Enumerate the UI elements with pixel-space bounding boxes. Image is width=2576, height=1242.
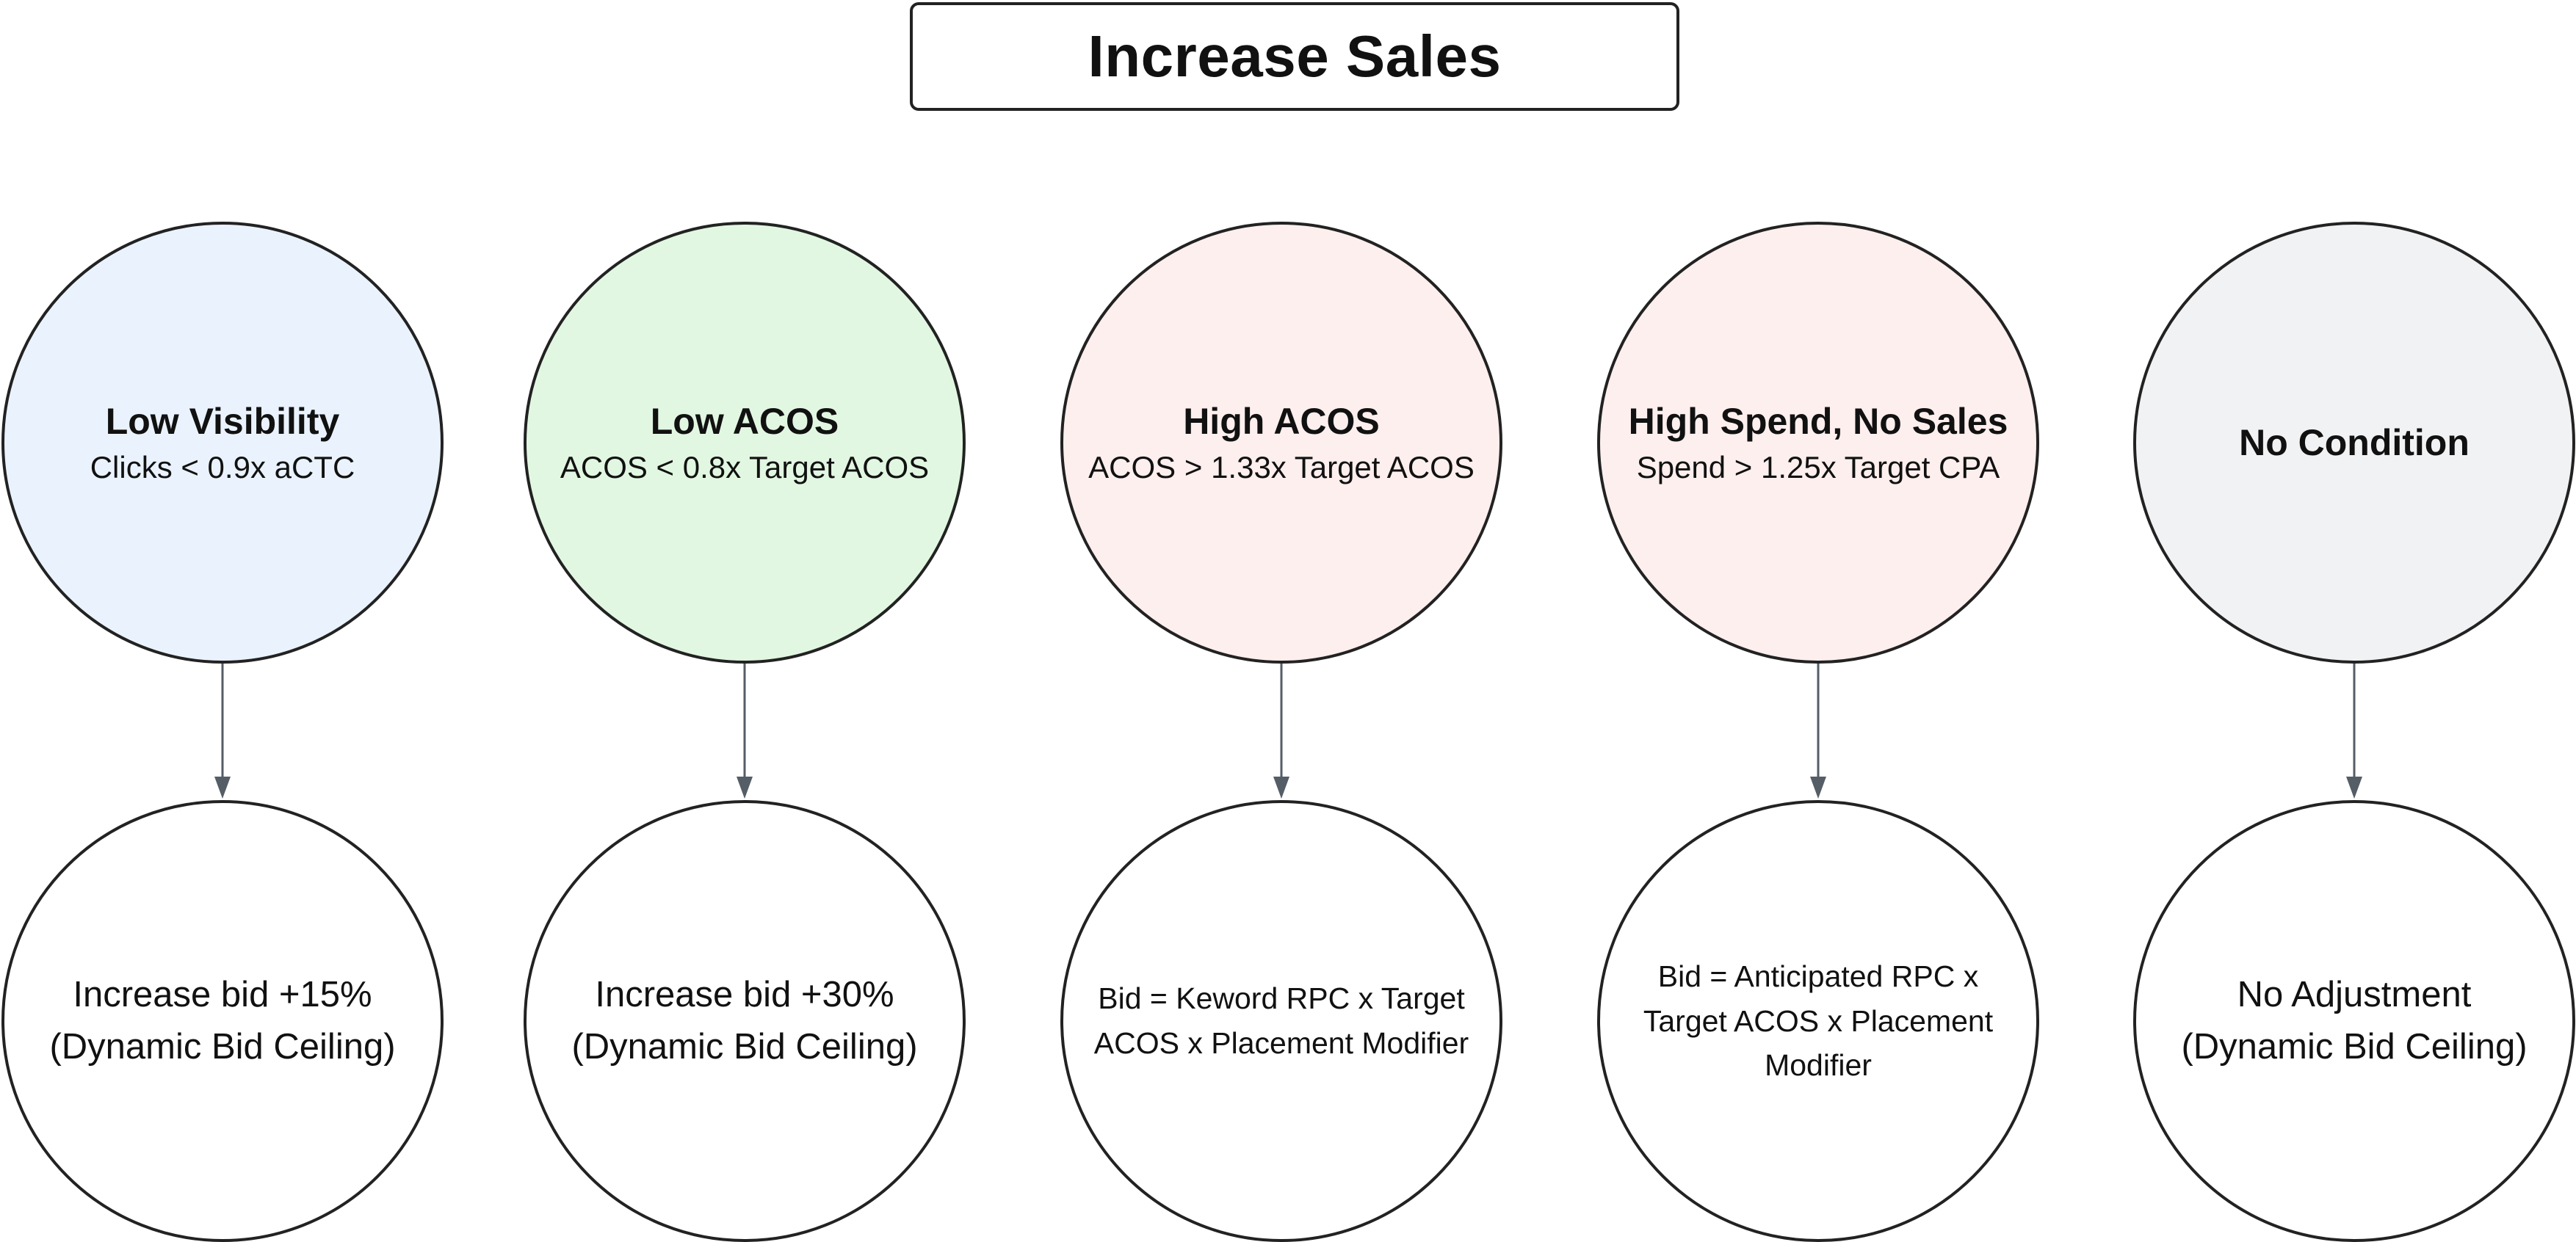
action-line-secondary: (Dynamic Bid Ceiling)	[49, 1027, 396, 1067]
action-circle-keyword-rpc: Bid = Keword RPC x Target ACOS x Placeme…	[1060, 800, 1502, 1242]
action-line-secondary: (Dynamic Bid Ceiling)	[571, 1027, 918, 1067]
connector-line	[743, 664, 746, 778]
connector-line	[221, 664, 224, 778]
action-circle-anticipated-rpc: Bid = Anticipated RPC x Target ACOS x Pl…	[1597, 800, 2039, 1242]
action-circle-no-adjustment: No Adjustment (Dynamic Bid Ceiling)	[2133, 800, 2575, 1242]
connector-line	[1817, 664, 1820, 778]
condition-title: Low Visibility	[105, 400, 340, 442]
condition-circle-low-visibility: Low Visibility Clicks < 0.9x aCTC	[1, 222, 444, 664]
condition-circle-high-acos: High ACOS ACOS > 1.33x Target ACOS	[1060, 222, 1502, 664]
action-text: Bid = Anticipated RPC x Target ACOS x Pl…	[1643, 959, 1994, 1083]
condition-title: High ACOS	[1183, 400, 1380, 442]
condition-title: High Spend, No Sales	[1628, 400, 2008, 442]
condition-subtitle: Clicks < 0.9x aCTC	[90, 449, 355, 484]
action-circle-increase-30: Increase bid +30% (Dynamic Bid Ceiling)	[524, 800, 966, 1242]
arrowhead-icon	[1273, 777, 1289, 799]
condition-circle-no-condition: No Condition	[2133, 222, 2575, 664]
connector-line	[2353, 664, 2356, 778]
arrowhead-icon	[737, 777, 753, 799]
diagram-title: Increase Sales	[1088, 23, 1502, 89]
condition-title: No Condition	[2239, 422, 2470, 463]
diagram-title-box: Increase Sales	[910, 2, 1679, 111]
action-line-primary: Increase bid +15%	[73, 974, 372, 1014]
action-line-primary: Increase bid +30%	[595, 974, 894, 1014]
arrowhead-icon	[2346, 777, 2362, 799]
condition-subtitle: ACOS > 1.33x Target ACOS	[1088, 449, 1475, 484]
condition-circle-low-acos: Low ACOS ACOS < 0.8x Target ACOS	[524, 222, 966, 664]
condition-subtitle: Spend > 1.25x Target CPA	[1636, 449, 2000, 484]
arrowhead-icon	[1810, 777, 1826, 799]
condition-title: Low ACOS	[650, 400, 839, 442]
condition-subtitle: ACOS < 0.8x Target ACOS	[560, 449, 930, 484]
connector-line	[1280, 664, 1283, 778]
action-line-primary: No Adjustment	[2237, 974, 2472, 1014]
action-text: Bid = Keword RPC x Target ACOS x Placeme…	[1093, 981, 1469, 1060]
action-line-secondary: (Dynamic Bid Ceiling)	[2181, 1027, 2528, 1067]
condition-circle-high-spend-no-sales: High Spend, No Sales Spend > 1.25x Targe…	[1597, 222, 2039, 664]
arrowhead-icon	[214, 777, 231, 799]
action-circle-increase-15: Increase bid +15% (Dynamic Bid Ceiling)	[1, 800, 444, 1242]
